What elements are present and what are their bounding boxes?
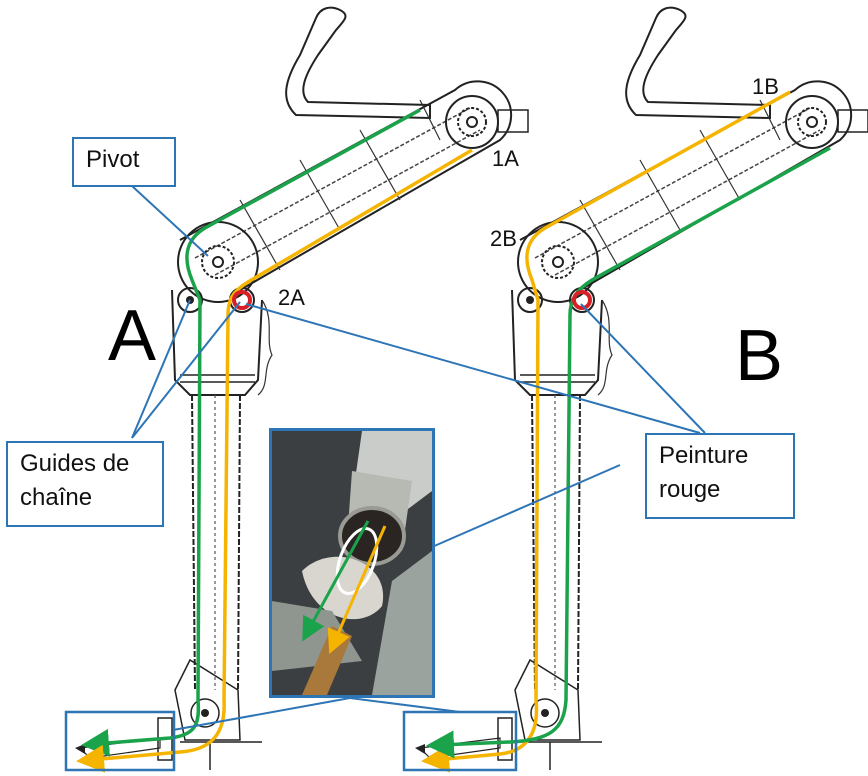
yellow-chain-path-a	[76, 148, 473, 773]
point-label-2a: 2A	[278, 285, 305, 310]
leader-lines	[131, 185, 706, 731]
yellow-chain-path-b	[421, 90, 791, 773]
point-label-1b: 1B	[752, 74, 779, 99]
mechanism-drawing-b	[414, 6, 868, 773]
green-chain-path-b	[426, 146, 831, 759]
mechanism-drawing-a	[74, 6, 529, 773]
panel-label-a: A	[108, 296, 157, 376]
callout-pivot-text: Pivot	[86, 146, 140, 173]
callout-chain-guides: Guides de chaîne	[6, 441, 164, 527]
callout-red-paint: Peinture rouge	[645, 433, 795, 519]
red-paint-mark-a	[232, 290, 252, 310]
point-label-1a: 1A	[492, 146, 519, 171]
callout-red-paint-line2: rouge	[659, 476, 721, 503]
panel-label-b: B	[735, 316, 784, 396]
nozzle-highlight-box-a	[64, 710, 176, 772]
red-paint-mark-b	[572, 290, 592, 310]
callout-chain-guides-line1: Guides de	[20, 450, 130, 477]
point-label-2b: 2B	[490, 226, 517, 251]
callout-pivot: Pivot	[72, 137, 176, 187]
callout-red-paint-line1: Peinture	[659, 442, 749, 469]
callout-chain-guides-line2: chaîne	[20, 484, 93, 511]
green-chain-path-a	[81, 108, 421, 757]
inset-photo	[269, 428, 435, 698]
